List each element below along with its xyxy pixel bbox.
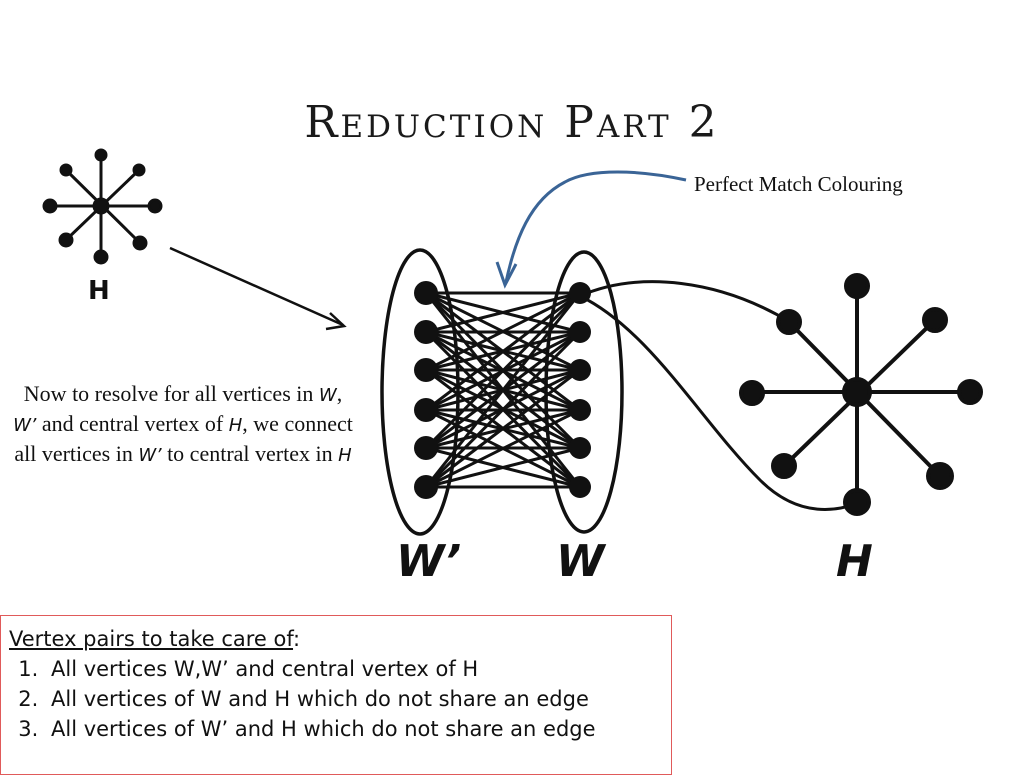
w-label: W <box>556 536 605 587</box>
edges-w-to-large-h <box>579 280 859 511</box>
wprime-vertices <box>414 281 438 499</box>
small-h-label: H <box>88 276 110 306</box>
arrow-small-h-to-wprime <box>169 246 347 331</box>
wprime-vertex <box>414 358 438 382</box>
w-vertex <box>569 476 591 498</box>
h-ref: H <box>228 415 243 436</box>
wprime-ref-2: W’ <box>138 445 162 466</box>
wprime-vertex <box>414 398 438 422</box>
wprime-vertex <box>414 475 438 499</box>
vertex-pairs-box: Vertex pairs to take care of: All vertic… <box>0 615 672 775</box>
large-h-label: H <box>836 536 873 587</box>
bipartite-edge <box>424 330 582 489</box>
wprime-vertex <box>414 281 438 305</box>
w-ref: W <box>318 385 337 406</box>
wprime-set-ellipse <box>380 248 460 536</box>
explanation-text: Now to resolve for all vertices in W, W’… <box>13 381 353 466</box>
slide-title: Reduction Part 2 <box>304 97 720 149</box>
list-item: All vertices of W and H which do not sha… <box>45 684 663 714</box>
w-vertex <box>569 321 591 343</box>
h-ref-2: H <box>338 445 352 466</box>
bipartite-edge <box>424 292 582 488</box>
wprime-ref: W’ <box>13 415 37 436</box>
bipartite-edge <box>425 446 581 489</box>
list-item: All vertices W,W’ and central vertex of … <box>45 654 663 684</box>
large-star-graph <box>739 273 983 516</box>
bipartite-edge <box>425 291 581 372</box>
callout-arrow <box>495 170 687 289</box>
list-item: All vertices of W’ and H which do not sh… <box>45 714 663 744</box>
bipartite-edges <box>424 291 582 489</box>
wprime-vertex <box>414 320 438 344</box>
w-vertex <box>569 282 591 304</box>
bipartite-edge <box>425 368 581 489</box>
w-vertices <box>569 282 591 498</box>
vertex-pairs-list: All vertices W,W’ and central vertex of … <box>9 654 663 744</box>
bipartite-edge <box>425 408 581 489</box>
bipartite-edge <box>425 291 581 412</box>
small-star-graph <box>42 148 163 265</box>
callout-label: Perfect Match Colouring <box>694 172 903 196</box>
vertex-pairs-heading: Vertex pairs to take care of: <box>9 627 301 651</box>
wprime-label: W’ <box>396 536 462 587</box>
bipartite-edge <box>425 291 581 334</box>
w-vertex <box>569 437 591 459</box>
bipartite-edge <box>424 291 582 450</box>
w-vertex <box>569 359 591 381</box>
wprime-vertex <box>414 436 438 460</box>
w-vertex <box>569 399 591 421</box>
